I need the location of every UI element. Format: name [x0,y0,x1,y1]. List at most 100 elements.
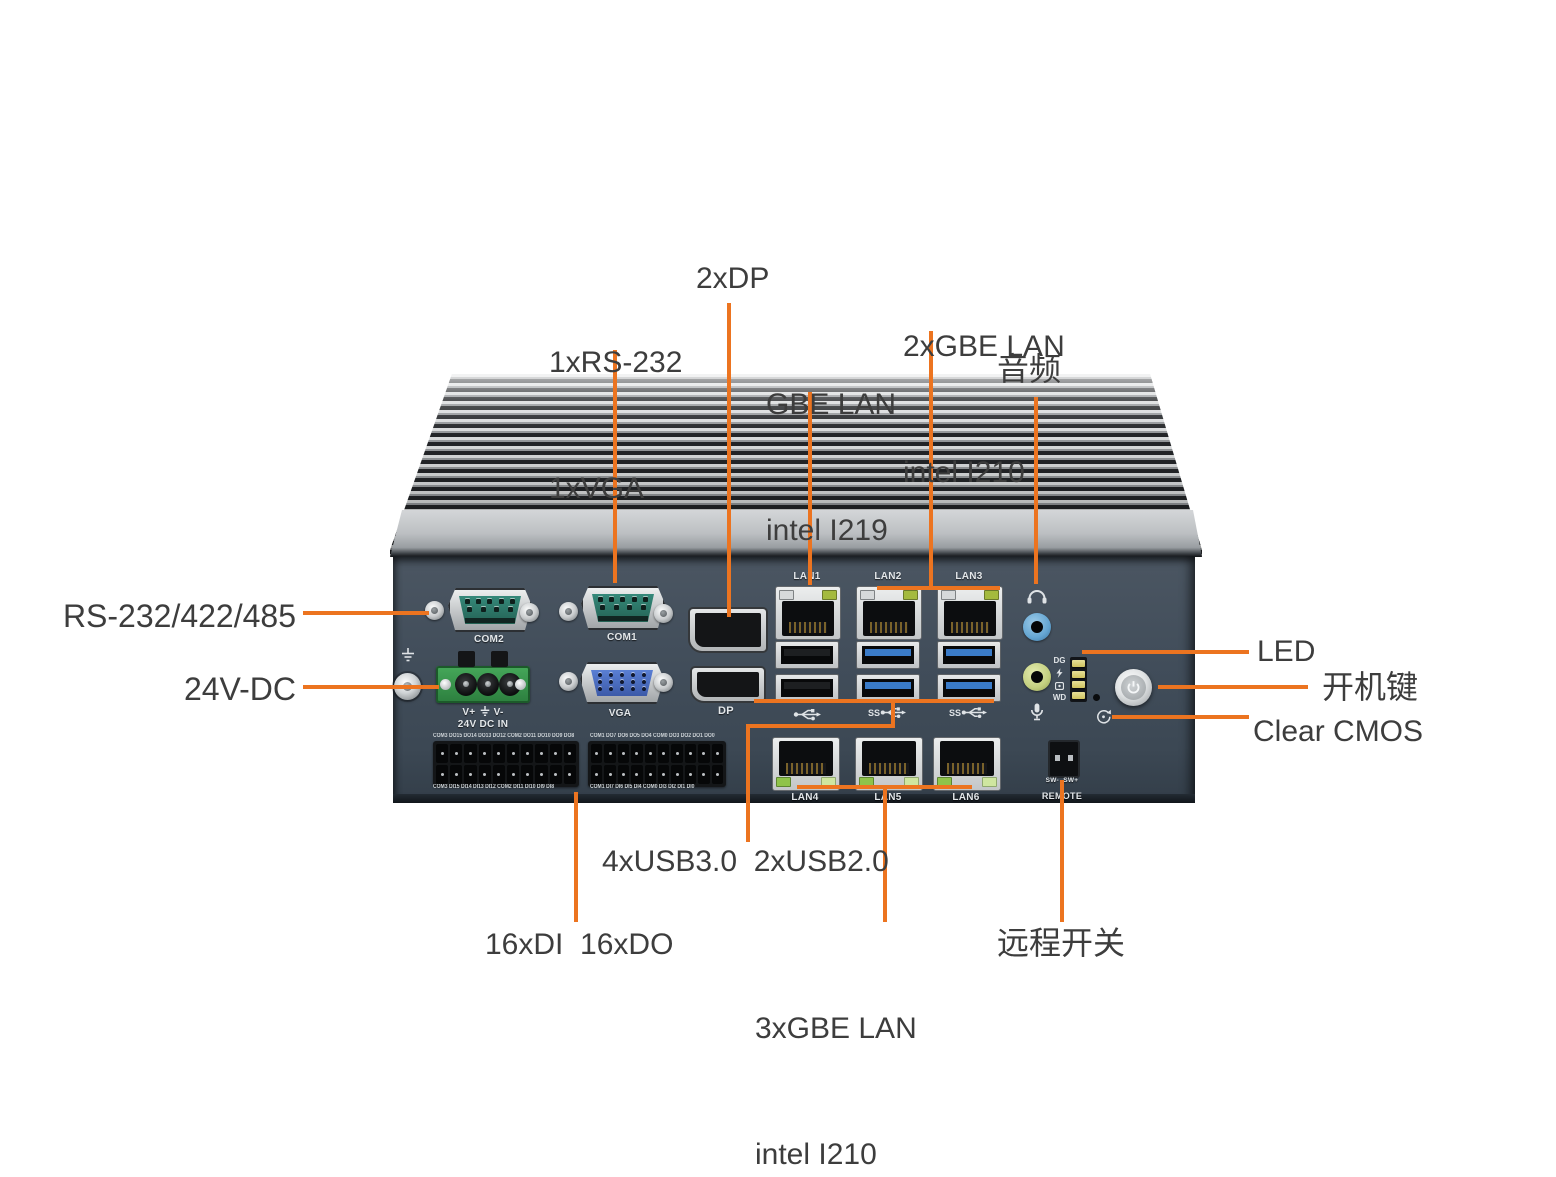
terminal-contact [499,673,521,696]
dp-logo: DP [718,705,734,717]
callout-dio: 16xDI 16xDO [485,928,674,961]
lan5-label: LAN5 [874,792,902,803]
leader-dc [303,685,439,689]
usb3-port [856,641,920,669]
led-label-dg: DG [1053,656,1066,665]
jack-screw [559,672,578,691]
usb2-port [775,674,839,702]
lan3-label: LAN3 [955,571,983,582]
dp-port-2 [690,666,766,703]
lan1-port [775,586,841,640]
dio-right-top-label: COM1 DO7 DO6 DO5 DO4 COM0 DO3 DO2 DO1 DO… [590,733,715,739]
callout-24vdc: 24V-DC [183,671,296,707]
clear-cmos-hole [1093,694,1100,701]
leader-usb-bracket [754,699,994,703]
dc-terminal-label: 24V DC IN [457,719,509,730]
lan4-label: LAN4 [791,792,819,803]
lan-led [982,777,997,787]
db9-pins [459,596,521,624]
lan5-port [855,737,923,791]
usb3-port [937,641,1001,669]
status-led [1072,681,1085,689]
vminus-label: V- [493,707,504,718]
dio-right-bottom-label: COM1 DI7 DI6 DI5 DI4 COM0 DI3 DI2 DI1 DI… [590,784,695,790]
ss-usb3-icon: SS [949,706,988,724]
lan6-port [933,737,1001,791]
callout-gbe-i219: GBE LAN intel I219 [766,300,896,636]
terminal-clamp [458,651,475,667]
leader-lan456 [883,785,887,922]
dio-terminal-block-left [433,741,579,787]
terminal-screw [440,679,451,690]
vga-label: VGA [608,708,632,719]
led-label-wd: WD [1052,692,1067,702]
jack-screw [425,601,444,620]
lan-led [776,777,791,787]
vga-port [580,662,664,704]
terminal-contact [477,673,499,696]
callout-line: 1xVGA [549,472,645,505]
callout-3xgbe-i210: 3xGBE LAN intel I210 [755,924,917,1177]
chassis-bottom-edge [393,794,1195,803]
callout-rs232-vga: 1xRS-232 1xVGA [549,258,682,594]
sw-minus-label: SW- [1045,777,1059,784]
dio-terminal-block-right [588,741,726,787]
usb2-stack [775,641,839,707]
dc-power-terminal [436,651,530,703]
status-led [1072,691,1085,699]
line-in-jack [1023,613,1051,641]
jack-screw [654,673,673,692]
lan-led [903,590,918,600]
leader-remote [1060,780,1064,922]
reset-icon [1095,708,1112,725]
callout-line: intel I210 [903,456,1025,489]
remote-switch-connector [1048,740,1080,778]
led-legend: DG WD [1050,656,1069,702]
sw-plus-label: SW+ [1063,777,1079,784]
db15-pins [591,670,653,696]
ss-usb3-icon: SS [868,706,907,724]
line-out-jack [1023,663,1051,691]
db9-pins [592,594,654,622]
callout-line: 3xGBE LAN [755,1012,917,1045]
usb2-port [775,641,839,669]
dc-terminal-polarity-label: V+ V- [436,706,530,719]
leader-usb [746,724,750,842]
callout-audio: 音频 [997,351,1062,387]
ground-icon [480,706,489,716]
callout-dp: 2xDP [696,262,770,295]
vplus-label: V+ [462,707,476,718]
callout-remote: 远程开关 [997,925,1126,961]
callout-usb: 4xUSB3.0 2xUSB2.0 [602,845,889,878]
dio-left-top-label: COM3 DO15 DO14 DO13 DO12 COM2 DO11 DO10 … [433,733,575,739]
status-led [1072,670,1085,678]
lan-led [984,590,999,600]
callout-line: 2xGBE LAN [903,330,1065,363]
callout-line: intel I210 [755,1138,877,1171]
remote-sw-labels: SW- SW+ [1034,777,1090,785]
chassis-top-bevel [390,510,1202,557]
leader-lan23-bracket [877,586,1000,590]
terminal-screw [515,679,526,690]
lan4-port [772,737,840,791]
leader-cmos [1112,715,1249,719]
com1-port [581,586,665,630]
com2-port [448,588,532,632]
leader-serial [303,611,429,615]
ss-mark: SS [949,708,962,718]
status-led [1072,660,1085,668]
leader-lan1 [808,392,812,585]
leader-led [1082,650,1249,654]
jack-screw [520,603,539,622]
com1-label: COM1 [606,632,638,643]
lan-led [860,590,875,600]
lan6-label: LAN6 [952,792,980,803]
usb3-port [937,674,1001,702]
callout-led: LED [1257,635,1316,668]
leader-lan23 [929,331,933,590]
headphone-icon [1026,589,1048,604]
bolt-icon [1056,668,1063,679]
terminal-contact [455,673,477,696]
lan2-port [856,586,922,640]
power-icon [1121,675,1146,700]
